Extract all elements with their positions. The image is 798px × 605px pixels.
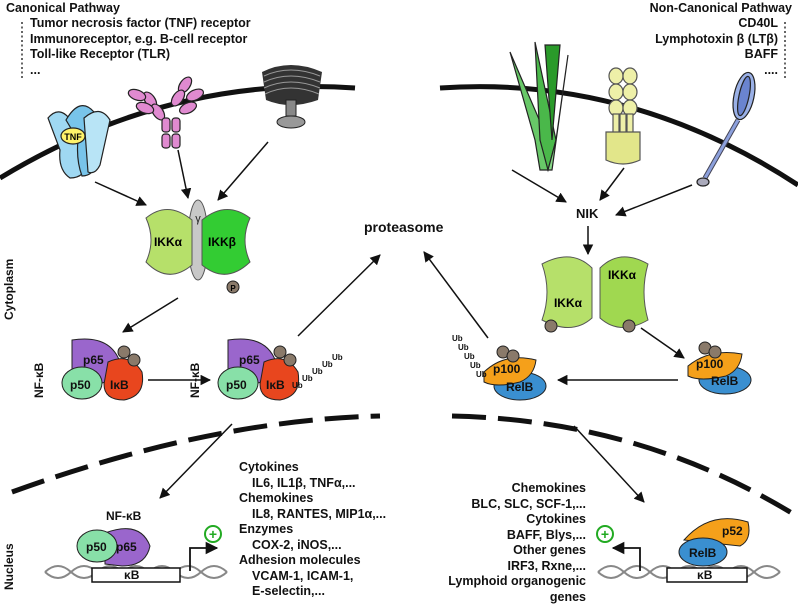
ub-label: Ub bbox=[332, 353, 343, 362]
tnf-label: TNF bbox=[64, 132, 82, 142]
kb-label-left: κB bbox=[124, 568, 139, 582]
arrow-ikka-to-p100 bbox=[641, 328, 684, 358]
cd40l-receptor-icon bbox=[510, 42, 568, 170]
p50-nuclear-label: p50 bbox=[86, 540, 107, 554]
noncanonical-title: Non-Canonical Pathway bbox=[650, 1, 792, 15]
p100-label-1: p100 bbox=[493, 362, 520, 376]
pathway-arrows bbox=[95, 142, 692, 502]
gene-category: Chemokines bbox=[239, 491, 386, 507]
ikkb-label-canonical: IKKβ bbox=[208, 235, 236, 249]
ikka-label-2: IKKα bbox=[608, 268, 637, 282]
gene-items: IL8, RANTES, MIP1α,... bbox=[239, 507, 386, 523]
gamma-label: γ bbox=[195, 213, 201, 225]
noncanonical-receptor-item: Lymphotoxin β (LTβ) bbox=[655, 32, 778, 48]
canonical-target-genes: Cytokines IL6, IL1β, TNFα,... Chemokines… bbox=[239, 460, 386, 600]
p65-nuclear-label: p65 bbox=[116, 540, 137, 554]
gene-items: BLC, SLC, SCF-1,... bbox=[448, 497, 586, 513]
arrow-bcr-to-ikk bbox=[178, 150, 188, 198]
bcr-receptor-icon bbox=[127, 75, 205, 148]
relb-nuclear-label: RelB bbox=[689, 546, 716, 560]
ub-label: Ub bbox=[470, 361, 481, 370]
gene-items: COX-2, iNOS,... bbox=[239, 538, 386, 554]
gene-items: IL6, IL1β, TNFα,... bbox=[239, 476, 386, 492]
ikka-label-1: IKKα bbox=[554, 296, 583, 310]
tnf-receptor-icon: TNF bbox=[48, 106, 110, 178]
gene-category: Adhesion molecules bbox=[239, 553, 386, 569]
ub-label: Ub bbox=[458, 343, 469, 352]
noncanonical-receptor-list: CD40L Lymphotoxin β (LTβ) BAFF .... bbox=[655, 16, 778, 78]
noncanonical-receptor-item: CD40L bbox=[655, 16, 778, 32]
nucleus-label: Nucleus bbox=[2, 543, 16, 590]
p50-label-2: p50 bbox=[226, 378, 247, 392]
gene-category: Lymphoid organogenic bbox=[448, 574, 586, 590]
canonical-receptor-item: Immunoreceptor, e.g. B-cell receptor bbox=[30, 32, 251, 48]
gene-category: Cytokines bbox=[448, 512, 586, 528]
relb-label-1: RelB bbox=[506, 380, 533, 394]
canonical-receptor-item: Toll-like Receptor (TLR) bbox=[30, 47, 251, 63]
nik-label: NIK bbox=[576, 206, 598, 221]
arrow-cd40l-to-nik bbox=[512, 170, 566, 202]
ltb-receptor-icon bbox=[606, 68, 640, 164]
noncanonical-target-genes: Chemokines BLC, SLC, SCF-1,... Cytokines… bbox=[448, 481, 586, 605]
arrow-to-proteasome-right bbox=[424, 252, 488, 338]
noncanonical-receptor-item: BAFF bbox=[655, 47, 778, 63]
arrow-tnf-to-ikk bbox=[95, 182, 146, 205]
arrow-baff-to-nik bbox=[616, 185, 692, 215]
plus-label-left: + bbox=[209, 526, 217, 542]
nfkb-nuclear-label: NF-κB bbox=[106, 509, 141, 523]
p52-nuclear-label: p52 bbox=[722, 524, 743, 538]
gene-items: BAFF, Blys,... bbox=[448, 528, 586, 544]
arrow-tlr-to-ikk bbox=[218, 142, 268, 200]
ub-label: Ub bbox=[464, 352, 475, 361]
baff-receptor-icon bbox=[697, 70, 759, 186]
noncanonical-receptor-item: .... bbox=[655, 63, 778, 79]
p65-label-1: p65 bbox=[83, 353, 104, 367]
plus-label-right: + bbox=[601, 526, 609, 542]
p50-label-1: p50 bbox=[70, 378, 91, 392]
gene-items: VCAM-1, ICAM-1, bbox=[239, 569, 386, 585]
ikka-label-canonical: IKKα bbox=[154, 235, 183, 249]
gene-category: Enzymes bbox=[239, 522, 386, 538]
nfkb-vertical-label-1: NF-κB bbox=[32, 363, 46, 398]
gene-category: Other genes bbox=[448, 543, 586, 559]
nfkb-vertical-label-2: NF-κB bbox=[188, 363, 202, 398]
p65-label-2: p65 bbox=[239, 353, 260, 367]
gene-items: IRF3, Rxne,... bbox=[448, 559, 586, 575]
kb-label-right: κB bbox=[697, 568, 712, 582]
arrow-to-proteasome-left bbox=[298, 255, 380, 336]
canonical-receptor-item: Tumor necrosis factor (TNF) receptor bbox=[30, 16, 251, 32]
tlr-receptor-icon bbox=[262, 65, 322, 128]
canonical-receptor-list: Tumor necrosis factor (TNF) receptor Imm… bbox=[30, 16, 251, 78]
gene-items: E-selectin,... bbox=[239, 584, 386, 600]
p100-label-2: p100 bbox=[696, 357, 723, 371]
arrow-ikk-to-nfkb bbox=[123, 298, 178, 332]
ub-label: Ub bbox=[476, 370, 487, 379]
phospho-label: P bbox=[230, 284, 236, 293]
canonical-receptor-item: ... bbox=[30, 63, 251, 79]
arrow-nfkb-to-nucleus bbox=[160, 424, 232, 498]
canonical-title: Canonical Pathway bbox=[6, 1, 120, 15]
relb-label-2: RelB bbox=[711, 374, 738, 388]
gene-category: Chemokines bbox=[448, 481, 586, 497]
proteasome-label: proteasome bbox=[364, 219, 443, 235]
cytoplasm-label: Cytoplasm bbox=[2, 259, 16, 320]
gene-category: Cytokines bbox=[239, 460, 386, 476]
gene-items: genes bbox=[448, 590, 586, 605]
ikb-label-2: IκB bbox=[266, 378, 285, 392]
ikb-label-1: IκB bbox=[110, 378, 129, 392]
ub-label: Ub bbox=[452, 334, 463, 343]
arrow-ltb-to-nik bbox=[600, 168, 624, 200]
